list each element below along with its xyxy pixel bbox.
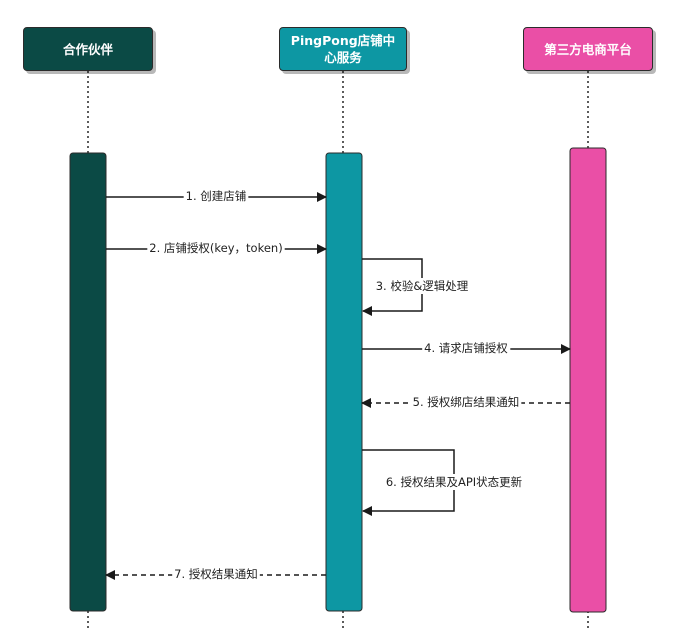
message-1-label: 1. 创建店铺	[186, 189, 247, 203]
message-2-label-bg	[147, 240, 285, 256]
message-3-label: 3. 校验&逻辑处理	[376, 279, 469, 293]
participant-third-party-platform-label: 第三方电商平台	[544, 41, 632, 57]
participant-pingpong-service: PingPong店铺中心服务	[279, 27, 407, 71]
participant-partner-label: 合作伙伴	[62, 41, 113, 57]
message-1-label-bg	[183, 188, 249, 204]
message-6-label-bg	[383, 474, 525, 490]
message-4-label-bg	[422, 340, 511, 356]
message-3-label-bg	[373, 278, 471, 294]
message-2-label: 2. 店铺授权(key，token)	[149, 241, 282, 255]
messages: 1. 创建店铺 2. 店铺授权(key，token) 3. 校验&逻辑处理 4. 请求…	[105, 188, 571, 582]
participant-partner: 合作伙伴	[23, 27, 153, 71]
message-4-label: 4. 请求店铺授权	[424, 341, 508, 355]
participant-pingpong-service-label: PingPong店铺中心服务	[290, 33, 396, 65]
participant-third-party-platform: 第三方电商平台	[523, 27, 653, 71]
activation-bars	[69, 147, 607, 613]
message-7-label-bg	[172, 566, 260, 582]
message-5-label: 5. 授权绑店结果通知	[413, 395, 520, 409]
message-7-label: 7. 授权结果通知	[174, 567, 258, 581]
message-5-label-bg	[410, 394, 522, 410]
message-6-label: 6. 授权结果及API状态更新	[386, 475, 523, 489]
activation-bar-partner	[69, 152, 107, 612]
activation-bar-pingpong-service	[325, 152, 363, 612]
activation-bar-third-party-platform	[569, 147, 607, 613]
